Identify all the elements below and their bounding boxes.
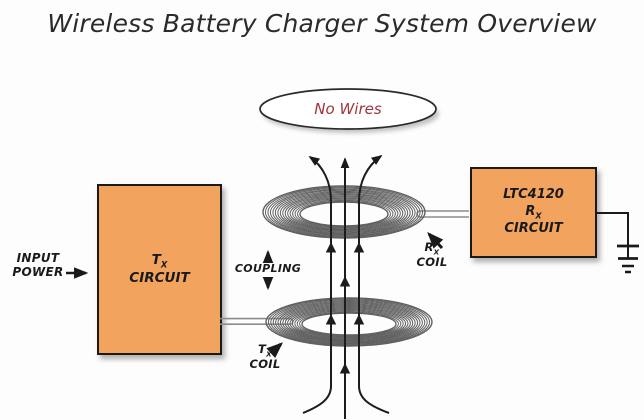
tx-box-label-line2: CIRCUIT: [129, 270, 190, 287]
rx-box-label-line2: CIRCUIT: [504, 221, 563, 237]
input-power-label: INPUT POWER: [12, 251, 64, 279]
tx-box-label: TX: [151, 251, 168, 270]
no-wires-bubble: [259, 88, 439, 133]
rx-coil-pointer-arrow: [427, 232, 444, 250]
page-title: Wireless Battery Charger System Overview: [47, 9, 597, 38]
tx-circuit-box: TX CIRCUIT: [97, 184, 222, 355]
ground-symbol: [596, 212, 639, 274]
coupling-label: COUPLING: [234, 262, 302, 275]
tx-coil-pointer-arrow: [266, 342, 284, 359]
tx-coil-label: TX COIL: [249, 342, 281, 372]
field-lines: [302, 154, 390, 419]
tx-coil-graphic: [265, 297, 433, 347]
rx-box-label: RX: [525, 203, 542, 221]
rx-box-part-number: LTC4120: [503, 187, 564, 203]
no-wires-label: No Wires: [314, 100, 382, 118]
rx-coil-label: RX COIL: [416, 240, 448, 270]
